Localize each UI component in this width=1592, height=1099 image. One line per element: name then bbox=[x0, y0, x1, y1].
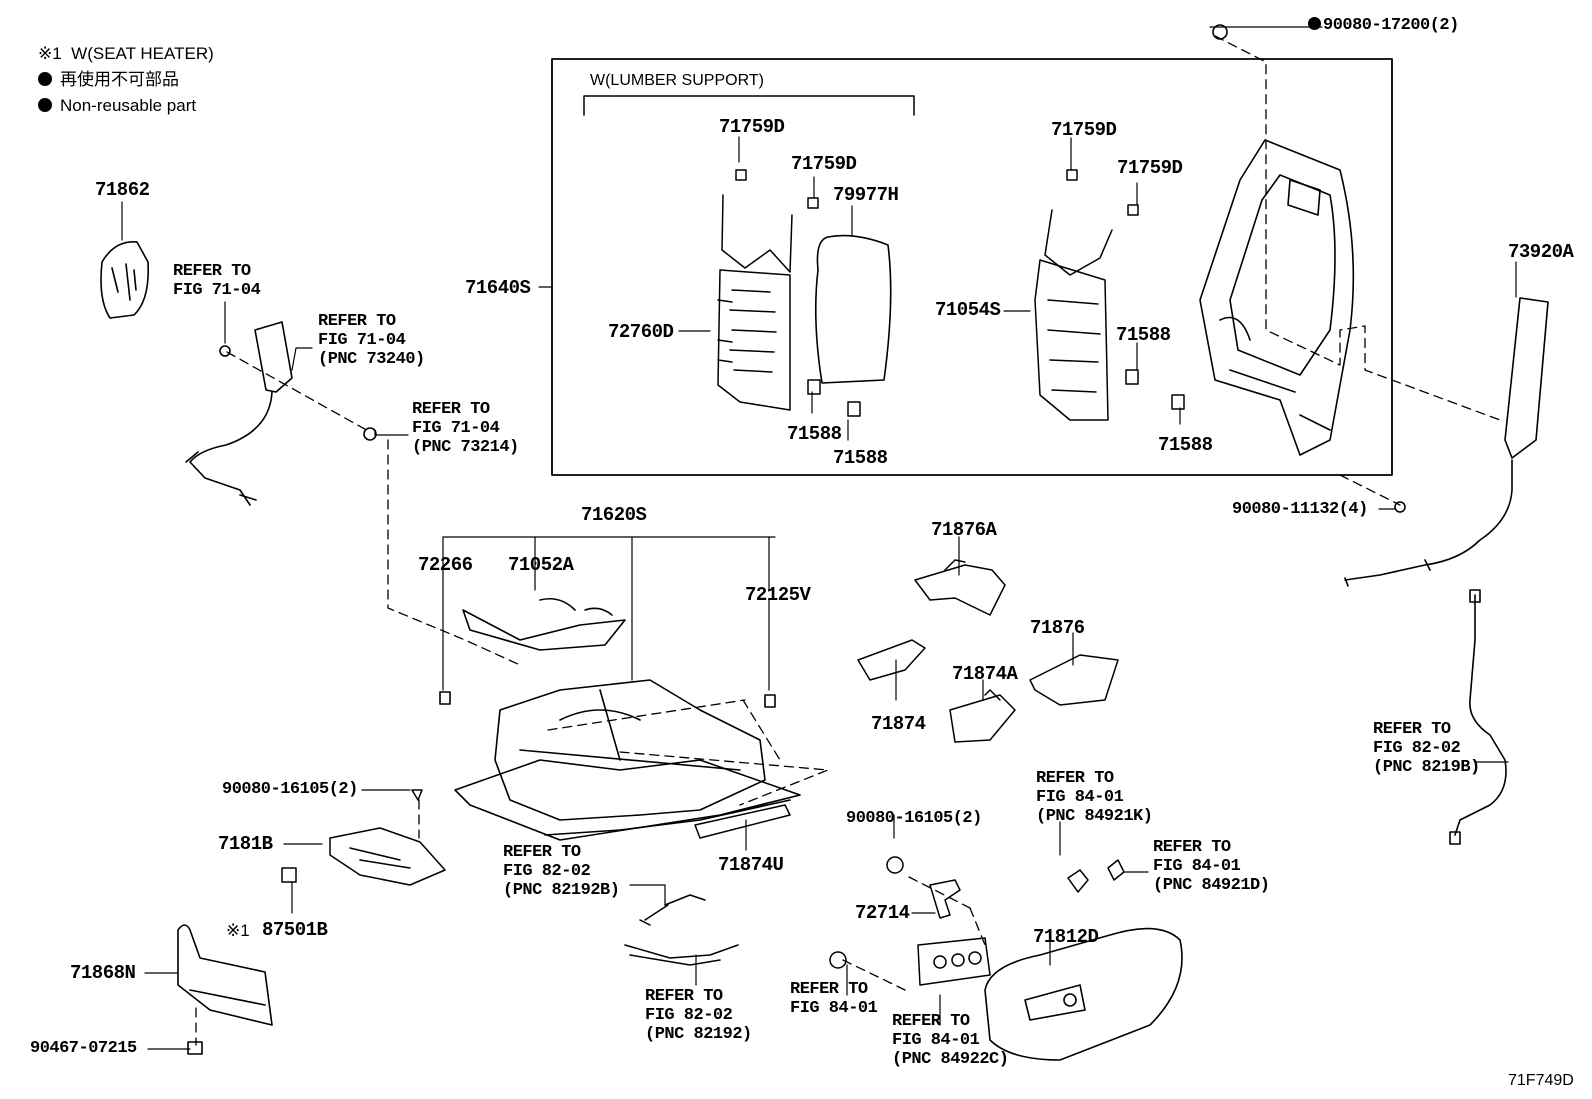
refer-to-fig-82-02-pnc-8219b[interactable]: REFER TO FIG 82-02 (PNC 8219B) bbox=[1373, 720, 1480, 777]
part-71874U-rail-cover bbox=[694, 804, 791, 839]
part-label-71620S[interactable]: 71620S bbox=[581, 504, 647, 526]
seat-heater-mark: ※1 bbox=[226, 921, 250, 940]
refer-to-fig-71-04-pnc-73240[interactable]: REFER TO FIG 71-04 (PNC 73240) bbox=[318, 312, 425, 369]
refer-to-fig-84-01-pnc-84921d[interactable]: REFER TO FIG 84-01 (PNC 84921D) bbox=[1153, 838, 1270, 895]
part-71588-clips-left bbox=[807, 379, 861, 417]
assembly-dashed-lines bbox=[195, 35, 1501, 1046]
refer-to-fig-71-04-pnc-73214[interactable]: REFER TO FIG 71-04 (PNC 73214) bbox=[412, 400, 519, 457]
part-72760D-lumbar-plate bbox=[717, 169, 819, 411]
part-71862-cover bbox=[100, 241, 150, 319]
part-label-71876A[interactable]: 71876A bbox=[931, 519, 997, 541]
part-label-71868N[interactable]: 71868N bbox=[70, 962, 136, 984]
refer-to-fig-84-01-pnc-84921k[interactable]: REFER TO FIG 84-01 (PNC 84921K) bbox=[1036, 769, 1153, 826]
lumbar-support-box bbox=[551, 58, 1393, 476]
part-label-90080-11132[interactable]: 90080-11132(4) bbox=[1232, 500, 1368, 519]
part-switch-84922C bbox=[829, 937, 991, 986]
part-label-71588[interactable]: 71588 bbox=[1158, 434, 1213, 456]
refer-to-fig-71-04[interactable]: REFER TO FIG 71-04 bbox=[173, 262, 261, 300]
part-label-71759D[interactable]: 71759D bbox=[719, 116, 785, 138]
part-label-90080-16105[interactable]: 90080-16105(2) bbox=[846, 809, 982, 828]
part-label-90080-17200-text: 90080-17200(2) bbox=[1323, 16, 1459, 35]
part-71876-cover bbox=[1029, 654, 1119, 706]
refer-to-fig-84-01[interactable]: REFER TO FIG 84-01 bbox=[790, 980, 878, 1018]
part-harness-left bbox=[185, 321, 377, 506]
part-label-71588[interactable]: 71588 bbox=[833, 447, 888, 469]
part-7181B-bracket bbox=[281, 789, 446, 886]
part-71054S-lumbar-plate bbox=[1034, 169, 1185, 421]
part-label-71588[interactable]: 71588 bbox=[787, 423, 842, 445]
lumbar-bracket bbox=[583, 95, 915, 116]
part-label-71759D[interactable]: 71759D bbox=[791, 153, 857, 175]
part-label-71874[interactable]: 71874 bbox=[871, 713, 926, 735]
part-label-72125V[interactable]: 72125V bbox=[745, 584, 811, 606]
part-label-71588[interactable]: 71588 bbox=[1116, 324, 1171, 346]
part-73920A-side-airbag bbox=[1344, 297, 1549, 845]
part-label-71874U[interactable]: 71874U bbox=[718, 854, 784, 876]
part-72714-bracket bbox=[886, 856, 961, 919]
refer-to-fig-84-01-pnc-84922c[interactable]: REFER TO FIG 84-01 (PNC 84922C) bbox=[892, 1012, 1009, 1069]
bullet-icon bbox=[38, 98, 52, 112]
part-71874A-cover bbox=[949, 689, 1016, 743]
part-label-71874A[interactable]: 71874A bbox=[952, 663, 1018, 685]
part-knobs-84921 bbox=[1067, 859, 1125, 893]
figure-id: 71F749D bbox=[1508, 1072, 1574, 1089]
part-71876A-cover bbox=[914, 559, 1006, 616]
part-label-72266[interactable]: 72266 bbox=[418, 554, 473, 576]
part-harness-82192B bbox=[639, 894, 706, 926]
part-79977H-pad bbox=[814, 234, 892, 384]
part-label-71640S[interactable]: 71640S bbox=[465, 277, 531, 299]
refer-to-fig-82-02-pnc-82192b[interactable]: REFER TO FIG 82-02 (PNC 82192B) bbox=[503, 843, 620, 900]
part-71868N-cover bbox=[177, 924, 273, 1055]
part-label-72714[interactable]: 72714 bbox=[855, 902, 910, 924]
legend-non-reusable-jp-text: 再使用不可部品 bbox=[60, 70, 179, 89]
part-label-71054S[interactable]: 71054S bbox=[935, 299, 1001, 321]
part-label-87501B[interactable]: 87501B bbox=[262, 919, 328, 941]
part-label-71052A[interactable]: 71052A bbox=[508, 554, 574, 576]
legend-non-reusable-en-text: Non-reusable part bbox=[60, 96, 197, 115]
part-label-90080-17200[interactable]: 90080-17200(2) bbox=[1308, 16, 1459, 35]
part-harness-82192 bbox=[624, 944, 739, 966]
part-seatback-frame bbox=[1199, 24, 1406, 513]
part-label-73920A[interactable]: 73920A bbox=[1508, 241, 1574, 263]
part-label-7181B[interactable]: 7181B bbox=[218, 833, 273, 855]
part-label-71812D[interactable]: 71812D bbox=[1033, 926, 1099, 948]
legend-seat-heater: ※1 W(SEAT HEATER) bbox=[38, 44, 214, 63]
part-label-79977H[interactable]: 79977H bbox=[833, 184, 899, 206]
part-seat-track-frame bbox=[439, 597, 801, 841]
refer-to-fig-82-02-pnc-82192[interactable]: REFER TO FIG 82-02 (PNC 82192) bbox=[645, 987, 752, 1044]
part-71812D-side-shield bbox=[984, 927, 1183, 1061]
part-label-71876[interactable]: 71876 bbox=[1030, 617, 1085, 639]
part-label-90080-16105[interactable]: 90080-16105(2) bbox=[222, 780, 358, 799]
bullet-icon bbox=[1308, 17, 1321, 30]
bullet-icon bbox=[38, 72, 52, 86]
part-71874-cover bbox=[857, 639, 926, 681]
part-label-71759D[interactable]: 71759D bbox=[1051, 119, 1117, 141]
legend-non-reusable-jp: 再使用不可部品 bbox=[38, 70, 179, 90]
part-label-72760D[interactable]: 72760D bbox=[608, 321, 674, 343]
leader-lines bbox=[121, 26, 1517, 1050]
part-label-71759D[interactable]: 71759D bbox=[1117, 157, 1183, 179]
legend-non-reusable-en: Non-reusable part bbox=[38, 96, 196, 116]
part-label-71862[interactable]: 71862 bbox=[95, 179, 150, 201]
lumbar-support-title: W(LUMBER SUPPORT) bbox=[590, 72, 764, 89]
part-label-90467-07215[interactable]: 90467-07215 bbox=[30, 1039, 137, 1058]
